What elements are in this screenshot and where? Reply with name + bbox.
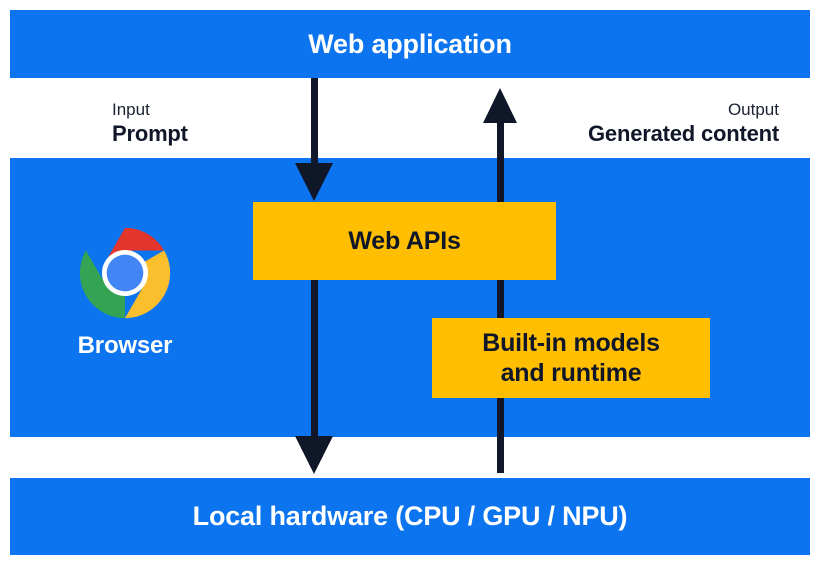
arrow-down-icon-top-head	[295, 163, 333, 201]
box-built-in-models-label: Built-in models and runtime	[476, 328, 666, 389]
browser-identity-block: Browser	[43, 226, 207, 358]
output-flow-label: Output Generated content	[588, 100, 779, 148]
box-built-in-models-label-line1: Built-in models	[482, 328, 660, 357]
input-value-label: Prompt	[112, 121, 188, 147]
box-built-in-models: Built-in models and runtime	[432, 318, 710, 398]
arrow-up-icon-shaft	[497, 110, 504, 473]
arrow-down-icon-bottom-head	[295, 436, 333, 474]
arrow-down-icon-top-shaft	[311, 78, 318, 170]
box-web-apis: Web APIs	[253, 202, 556, 280]
chrome-logo-icon	[79, 227, 171, 319]
layer-web-application: Web application	[10, 10, 810, 78]
arrow-up-icon-head	[483, 88, 517, 123]
input-kind-label: Input	[112, 100, 150, 119]
output-value-label: Generated content	[588, 121, 779, 147]
box-web-apis-label: Web APIs	[348, 226, 461, 255]
output-kind-label: Output	[727, 100, 779, 119]
layer-local-hardware: Local hardware (CPU / GPU / NPU)	[10, 478, 810, 555]
arrow-down-icon-bottom-shaft	[311, 280, 318, 436]
layer-local-hardware-label: Local hardware (CPU / GPU / NPU)	[192, 501, 628, 531]
layer-web-application-label: Web application	[308, 28, 512, 59]
layer-browser-label: Browser	[77, 332, 173, 359]
box-built-in-models-label-line2: and runtime	[500, 359, 642, 387]
input-flow-label: Input Prompt	[112, 100, 188, 148]
